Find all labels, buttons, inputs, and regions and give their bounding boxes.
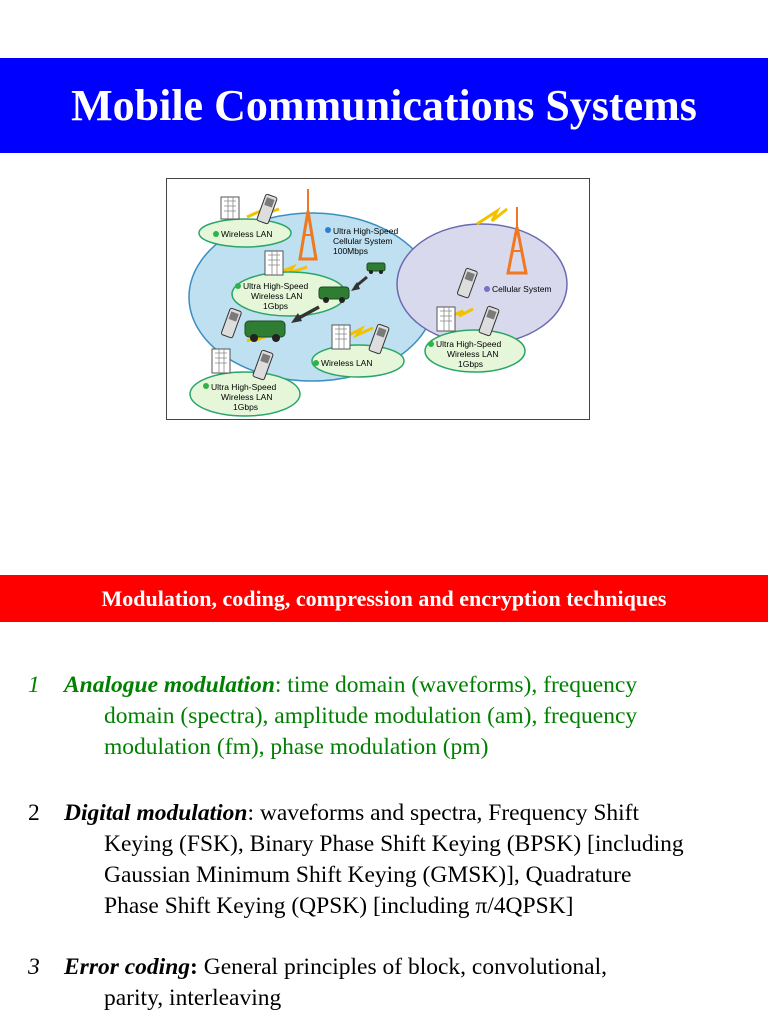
figure-label: 1Gbps [233,402,258,412]
phone-icon [478,305,500,337]
phone-icon [368,323,390,355]
figure-label: 1Gbps [263,301,288,311]
dot-icon [313,360,319,366]
car-icon [318,286,350,303]
item-heading: Digital modulation [64,800,248,826]
phone-icon [220,307,242,339]
list-item-3: 3 Error coding: General principles of bl… [0,952,768,1016]
item-colon: : [190,954,198,980]
building-icon [436,306,456,332]
tower-icon [298,189,318,261]
arrow-icon [291,313,302,323]
arrow-icon [296,305,320,321]
item-line-2: domain (spectra), amplitude modulation (… [104,703,638,729]
item-line-1: Analogue modulation: time domain (wavefo… [64,670,637,701]
lightning-icon [344,325,374,339]
figure-label: 1Gbps [458,359,483,369]
item-number: 3 [28,954,40,980]
figure-label: Wireless LAN [251,291,302,301]
figure-label: Cellular System [492,284,552,294]
dot-icon [484,286,490,292]
item-line-2: Keying (FSK), Binary Phase Shift Keying … [104,831,684,857]
figure-label: 100Mbps [333,246,368,256]
building-icon [331,324,351,350]
list-item-2: 2 Digital modulation: waveforms and spec… [0,798,768,924]
lan-cell-right [424,329,526,373]
arrow-icon [351,282,360,291]
phone-icon [252,349,274,381]
item-heading: Analogue modulation [64,672,275,698]
figure-label: Wireless LAN [221,392,272,402]
lightning-icon [274,263,308,276]
item-text: General principles of block, convolution… [197,954,608,980]
list-item-1: 1 Analogue modulation: time domain (wave… [0,670,768,766]
building-icon [220,196,240,220]
lightning-icon [448,307,474,319]
dot-icon [428,341,434,347]
network-diagram-svg: Wireless LAN Ultra High-Speed Cellular S… [188,189,568,417]
dot-icon [213,231,219,237]
lan-cell-bottom-mid [311,344,405,378]
tower-icon [506,207,528,275]
dot-icon [325,227,331,233]
item-number: 1 [28,672,40,698]
figure-label: Ultra High-Speed [243,281,308,291]
figure-label: Ultra High-Speed [436,339,501,349]
figure-label: Cellular System [333,236,393,246]
lightning-icon [476,206,508,226]
building-icon [264,250,284,276]
building-icon [211,348,231,374]
item-heading: Error coding [64,954,191,980]
item-line-3: modulation (fm), phase modulation (pm) [104,734,489,760]
phone-icon [456,267,478,299]
phone-icon [256,193,278,225]
title-bar: Mobile Communications Systems [0,58,768,153]
item-text: : time domain (waveforms), frequency [274,672,638,698]
dot-icon [203,383,209,389]
figure-label: Ultra High-Speed [211,382,276,392]
car-icon [244,320,286,342]
item-line-1: Error coding: General principles of bloc… [64,952,607,983]
item-number: 2 [28,800,40,826]
item-text: : waveforms and spectra, Frequency Shift [247,800,640,826]
section-title: Modulation, coding, compression and encr… [101,585,667,611]
car-icon [366,262,386,274]
item-line-3: Gaussian Minimum Shift Keying (GMSK)], Q… [104,862,632,888]
figure-label: Wireless LAN [221,229,272,239]
item-line-1: Digital modulation: waveforms and spectr… [64,798,639,829]
dot-icon [235,283,241,289]
page-title: Mobile Communications Systems [71,81,697,130]
lan-cell-top [198,218,292,248]
figure-label: Wireless LAN [447,349,498,359]
section-header: Modulation, coding, compression and encr… [0,575,768,622]
lan-cell-bottom [189,371,301,417]
item-line-4: Phase Shift Keying (QPSK) [including π/4… [104,893,574,919]
network-diagram: Wireless LAN Ultra High-Speed Cellular S… [166,178,590,420]
figure-label: Wireless LAN [321,358,372,368]
figure-label: Ultra High-Speed [333,226,398,236]
item-line-2: parity, interleaving [104,985,282,1011]
